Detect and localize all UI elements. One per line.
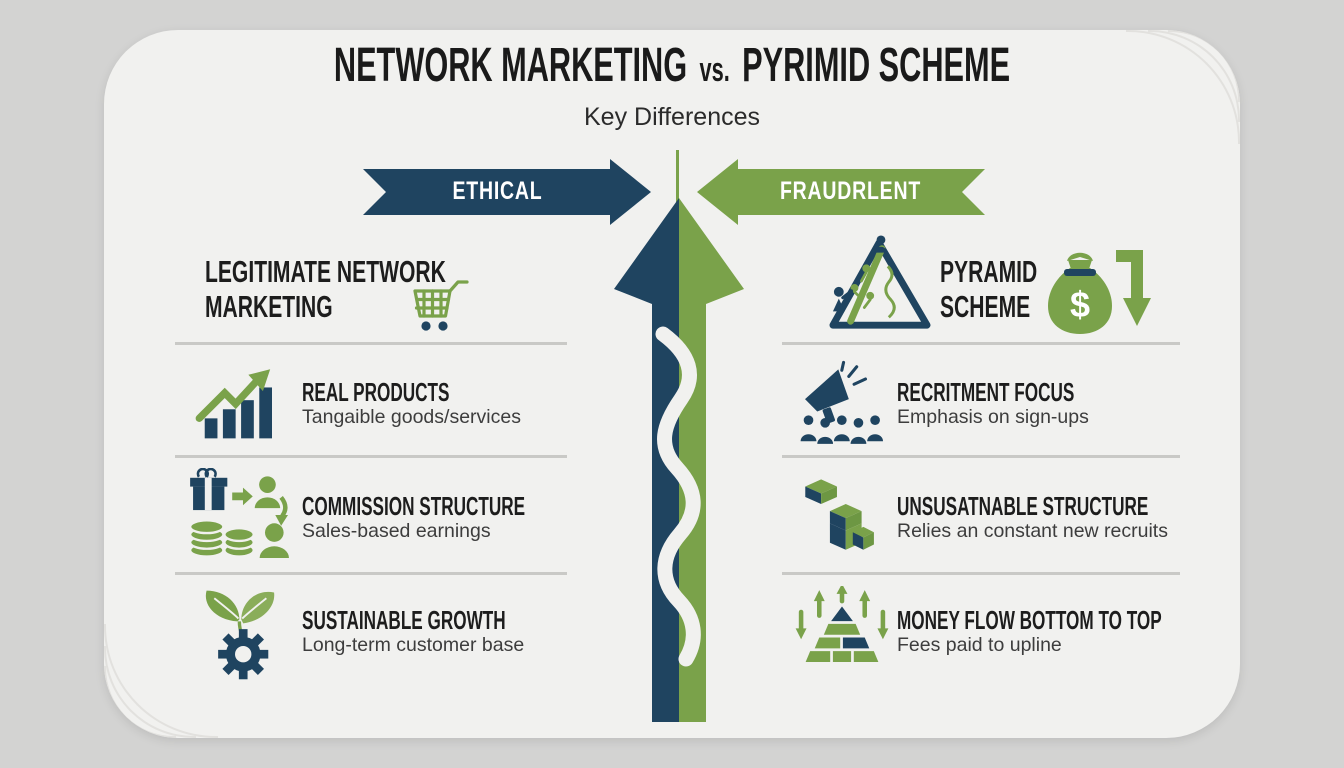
money-bag-dollar-sign: $ bbox=[1070, 284, 1090, 325]
right-row-subtitle: Relies an constant new recruits bbox=[897, 520, 1168, 542]
center-arrow-right-half bbox=[679, 198, 744, 722]
stacked-blocks-icon bbox=[805, 479, 874, 550]
title-left-part: NETWORK MARKETING bbox=[333, 39, 688, 92]
pyramid-money-flow-icon bbox=[795, 586, 889, 662]
header: NETWORK MARKETING vs. PYRIMID SCHEME Key… bbox=[104, 38, 1240, 132]
left-divider-3 bbox=[175, 572, 567, 575]
left-divider-1 bbox=[175, 342, 567, 345]
banner-arrows bbox=[363, 159, 985, 225]
left-row-title: COMMISSION STRUCTURE bbox=[302, 491, 526, 521]
left-row-subtitle: Tangaible goods/services bbox=[302, 406, 521, 428]
leaf-gear-icon bbox=[205, 590, 275, 680]
right-divider-3 bbox=[782, 572, 1180, 575]
ethical-arrow-shape bbox=[363, 159, 651, 225]
title-vs: vs. bbox=[699, 51, 730, 89]
left-column-heading: LEGITIMATE NETWORK MARKETING bbox=[205, 254, 446, 324]
right-divider-2 bbox=[782, 455, 1180, 458]
left-row-subtitle: Long-term customer base bbox=[302, 634, 525, 656]
center-split-arrow bbox=[614, 198, 744, 722]
right-row-subtitle: Emphasis on sign-ups bbox=[897, 406, 1089, 428]
bar-chart-growth-icon bbox=[195, 369, 272, 439]
money-bag-icon: $ bbox=[1048, 250, 1151, 334]
right-divider-1 bbox=[782, 342, 1180, 345]
left-row-title: REAL PRODUCTS bbox=[302, 377, 450, 407]
page-title: NETWORK MARKETING vs. PYRIMID SCHEME bbox=[308, 38, 1035, 93]
center-wavy-line bbox=[655, 326, 701, 667]
page-subtitle: Key Differences bbox=[583, 103, 760, 131]
right-row-subtitle: Fees paid to upline bbox=[897, 634, 1062, 656]
title-right-part: PYRIMID SCHEME bbox=[742, 39, 1011, 92]
fraudulent-arrow-shape bbox=[697, 159, 985, 225]
left-divider-2 bbox=[175, 455, 567, 458]
left-row-title: SUSTAINABLE GROWTH bbox=[302, 605, 506, 635]
ethical-banner-label: ETHICAL bbox=[452, 177, 543, 205]
right-row-title: RECRITMENT FOCUS bbox=[897, 377, 1075, 407]
gift-commission-icon bbox=[188, 468, 289, 559]
right-column-heading: PYRAMID SCHEME bbox=[940, 254, 1038, 324]
left-row-subtitle: Sales-based earnings bbox=[302, 520, 491, 542]
center-divider-line bbox=[676, 150, 679, 202]
fraudulent-banner-label: FRAUDRLENT bbox=[779, 177, 922, 205]
right-row-title: UNSUSATNABLE STRUCTURE bbox=[897, 491, 1149, 521]
pyramid-climbers-icon bbox=[829, 235, 931, 329]
right-row-title: MONEY FLOW BOTTOM TO TOP bbox=[897, 605, 1162, 635]
shopping-cart-icon bbox=[413, 280, 469, 331]
megaphone-crowd-icon bbox=[800, 360, 883, 444]
